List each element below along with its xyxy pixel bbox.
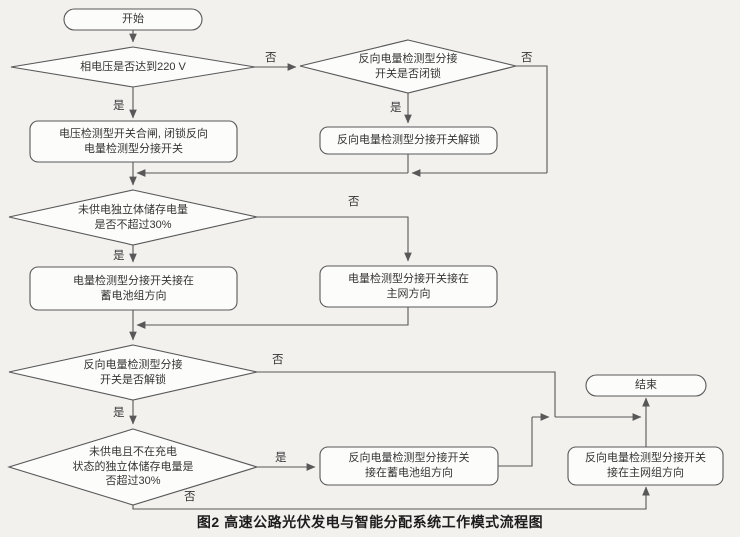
edge-label-over30-yes: 是 xyxy=(275,452,287,464)
process-close-switch-shape xyxy=(29,120,238,163)
edge-label-unlocked-yes: 是 xyxy=(113,407,125,419)
edge-label-latched-yes: 是 xyxy=(390,102,402,114)
edge-grid-box-merge xyxy=(136,307,409,329)
edge-latched-no-down xyxy=(516,65,548,173)
start-terminator-shape xyxy=(63,8,203,31)
decision-over30-shape xyxy=(7,428,259,506)
decision-latched-shape xyxy=(299,39,517,94)
process-tap-battery-shape xyxy=(29,266,238,311)
decision-unlocked-shape xyxy=(8,344,258,401)
edge-label-unlocked-no: 否 xyxy=(272,354,284,366)
figure-caption: 图2 高速公路光伏发电与智能分配系统工作模式流程图 xyxy=(196,514,544,530)
edge-storage30-no xyxy=(257,216,412,262)
edge-label-latched-no: 否 xyxy=(521,52,533,64)
process-unlock-shape xyxy=(319,126,498,155)
end-terminator-shape xyxy=(585,374,707,397)
edge-over30-no xyxy=(132,486,650,510)
edge-label-over30-no: 否 xyxy=(184,491,196,503)
edge-label-storage30-yes: 是 xyxy=(113,250,125,262)
process-tap-grid-shape xyxy=(319,265,498,308)
edge-label-storage30-no: 否 xyxy=(348,196,360,208)
process-reverse-battery-shape xyxy=(319,446,499,486)
edge-unlocked-no-run xyxy=(257,371,556,417)
decision-storage30-shape xyxy=(8,189,258,246)
edge-battery-box-up xyxy=(498,417,533,467)
edge-label-phase-voltage-no: 否 xyxy=(265,52,277,64)
decision-phase-voltage-shape xyxy=(10,46,256,88)
process-reverse-grid-shape xyxy=(567,446,724,486)
edge-label-phase-voltage-yes: 是 xyxy=(113,100,125,112)
